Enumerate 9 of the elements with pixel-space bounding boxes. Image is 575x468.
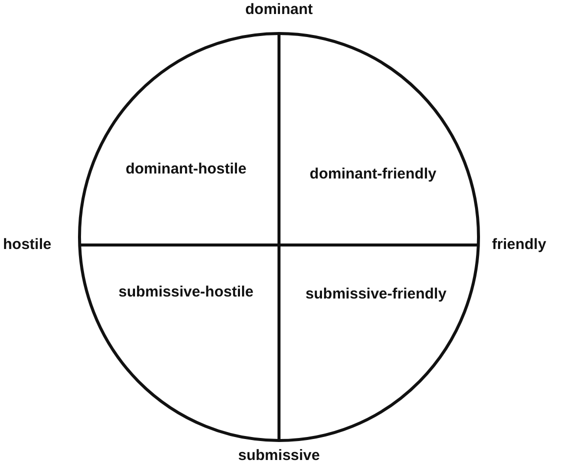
- quadrant-label: submissive-friendly: [306, 286, 446, 302]
- quadrant-label: submissive-hostile: [118, 284, 254, 300]
- axis-label: hostile: [3, 236, 52, 253]
- axis-label: dominant: [245, 1, 313, 18]
- axis-label: friendly: [492, 236, 546, 253]
- axis-label: submissive: [238, 447, 320, 464]
- quadrant-label: dominant-hostile: [126, 160, 246, 178]
- quadrant-circle: [78, 32, 480, 442]
- quadrant-label: dominant-friendly: [310, 166, 436, 182]
